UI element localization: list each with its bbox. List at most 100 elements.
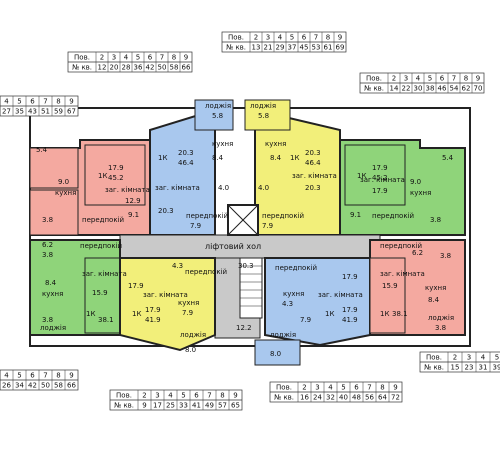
table-apt-cell: 20 [110, 64, 119, 72]
table-row-label: № кв. [424, 364, 444, 372]
apt-tcr-loggia-label: лоджія [250, 102, 276, 110]
apt-br-hall: 6.2 [412, 249, 423, 257]
table-apt-cell: 33 [179, 402, 188, 410]
table-apt-cell: 70 [474, 85, 483, 93]
table-floor-cell: 9 [184, 54, 188, 62]
table-apt-cell: 14 [390, 85, 399, 93]
table-floor-cell: 9 [69, 98, 73, 106]
apt-tcl-bath: 4.0 [218, 184, 229, 192]
apt-tl-living-label: заг. кімната [105, 186, 150, 194]
apt-bcl-hall: 4.3 [172, 262, 183, 270]
table-row-label: № кв. [364, 85, 384, 93]
table-apt-cell: 45 [300, 44, 309, 52]
apt-bcl-loggia-label: лоджія [180, 331, 206, 339]
apt-tr-mid: 17.9 [372, 187, 388, 195]
table-apt-cell: 30 [414, 85, 423, 93]
apt-br-living: 15.9 [382, 282, 398, 290]
table-apt-cell: 58 [54, 382, 63, 390]
table-floor-cell: 8 [172, 54, 176, 62]
table-floor-cell: 2 [254, 34, 258, 42]
table-floor-cell: 3 [467, 354, 471, 362]
table-row-label: № кв. [226, 44, 246, 52]
table-apt-cell: 27 [2, 108, 11, 116]
table-floor-cell: 2 [392, 75, 396, 83]
apt-tcr-total: 46.4 [305, 159, 321, 167]
apt-bcr-kitchen-label: кухня [283, 290, 304, 298]
apt-tr-total: 45.2 [372, 174, 388, 182]
table-row-label: № кв. [274, 394, 294, 402]
apt-tl-hallway-label: передпокій [82, 216, 124, 224]
apt-bl-loggia: 3.8 [42, 316, 53, 324]
apt-tcl-rooms: 1К [158, 154, 167, 162]
table-floor-cell: 7 [160, 54, 164, 62]
table-apt-cell: 66 [67, 382, 76, 390]
apt-tr-hallway-label: передпокій [372, 212, 414, 220]
apt-tcl-hall: 7.9 [190, 222, 201, 230]
table-floor-cell: 3 [112, 54, 116, 62]
hall-area-label: 30.3 [238, 262, 254, 270]
table-floor-cell: 3 [155, 392, 159, 400]
apt-br-total: 38.1 [392, 310, 408, 318]
table-apt-cell: 61 [324, 44, 333, 52]
apt-bl-rooms: 1К [86, 310, 95, 318]
table-floor-cell: 7 [43, 372, 47, 380]
table-apt-cell: 39 [493, 364, 500, 372]
table-apt-cell: 58 [170, 64, 179, 72]
table-floor-cell: 5 [290, 34, 294, 42]
table-apt-cell: 59 [54, 108, 63, 116]
apt-tcl-kitchen-label: кухня [212, 140, 233, 148]
table-floor-cell: 5 [428, 75, 432, 83]
apartment-top-center-left [149, 99, 234, 236]
table-apt-cell: 50 [158, 64, 167, 72]
table-apt-cell: 50 [41, 382, 50, 390]
apt-tcl-kitchen: 8.4 [212, 154, 224, 162]
table-floor-cell: 8 [380, 384, 384, 392]
apt-tcr-living2: 20.3 [305, 184, 321, 192]
table-floor-cell: 6 [148, 54, 153, 62]
table-floor-cell: 3 [404, 75, 408, 83]
apt-tcl-living2: 20.3 [158, 207, 174, 215]
apt-tl-hall: 9.1 [128, 211, 139, 219]
table-apt-cell: 17 [153, 402, 162, 410]
table-floor-cell: 5 [341, 384, 345, 392]
apt-bl-hall: 6.2 [42, 241, 53, 249]
apt-tl-bath: 3.8 [42, 216, 53, 224]
table-floor-cell: 6 [194, 392, 199, 400]
apt-br-hallway-label: передпокій [380, 242, 422, 250]
apt-bl-living-label: заг. кімната [82, 270, 127, 278]
table-floor-cell: 2 [142, 392, 146, 400]
table-row-label: № кв. [72, 64, 92, 72]
apt-tr-bath: 3.8 [430, 216, 441, 224]
apartment-bottom-center-right [254, 257, 371, 366]
table-apt-cell: 24 [313, 394, 322, 402]
apartment-bottom-center-left [119, 257, 216, 352]
apt-bcl-total: 41.9 [145, 316, 161, 324]
table-apt-cell: 42 [28, 382, 37, 390]
table-apt-cell: 66 [182, 64, 191, 72]
table-header-label: Пов. [426, 354, 442, 362]
apt-tcl-living: 20.3 [178, 149, 194, 157]
apartment-top-right [339, 139, 466, 236]
apt-tr-living-label: заг. кімната [360, 176, 405, 184]
table-floor-cell: 7 [207, 392, 211, 400]
table-floor-cell: 5 [17, 372, 21, 380]
table-apt-cell: 9 [142, 402, 146, 410]
apt-br-bath: 3.8 [440, 252, 451, 260]
table-header-label: Пов. [116, 392, 132, 400]
table-apt-cell: 41 [192, 402, 201, 410]
table-floor-cell: 7 [367, 384, 371, 392]
table-apt-cell: 28 [122, 64, 131, 72]
table-apt-cell: 36 [134, 64, 143, 72]
apt-bl-living: 15.9 [92, 289, 108, 297]
apt-bcl-living: 17.9 [145, 306, 161, 314]
apt-tcr-rooms: 1К [290, 154, 299, 162]
apt-tcl-hallway-label: передпокій [186, 212, 228, 220]
table-floor-cell: 4 [481, 354, 486, 362]
apt-bl-bath: 3.8 [42, 251, 53, 259]
apt-bcr-kitchen: 7.9 [300, 316, 311, 324]
table-floor-cell: 5 [136, 54, 140, 62]
